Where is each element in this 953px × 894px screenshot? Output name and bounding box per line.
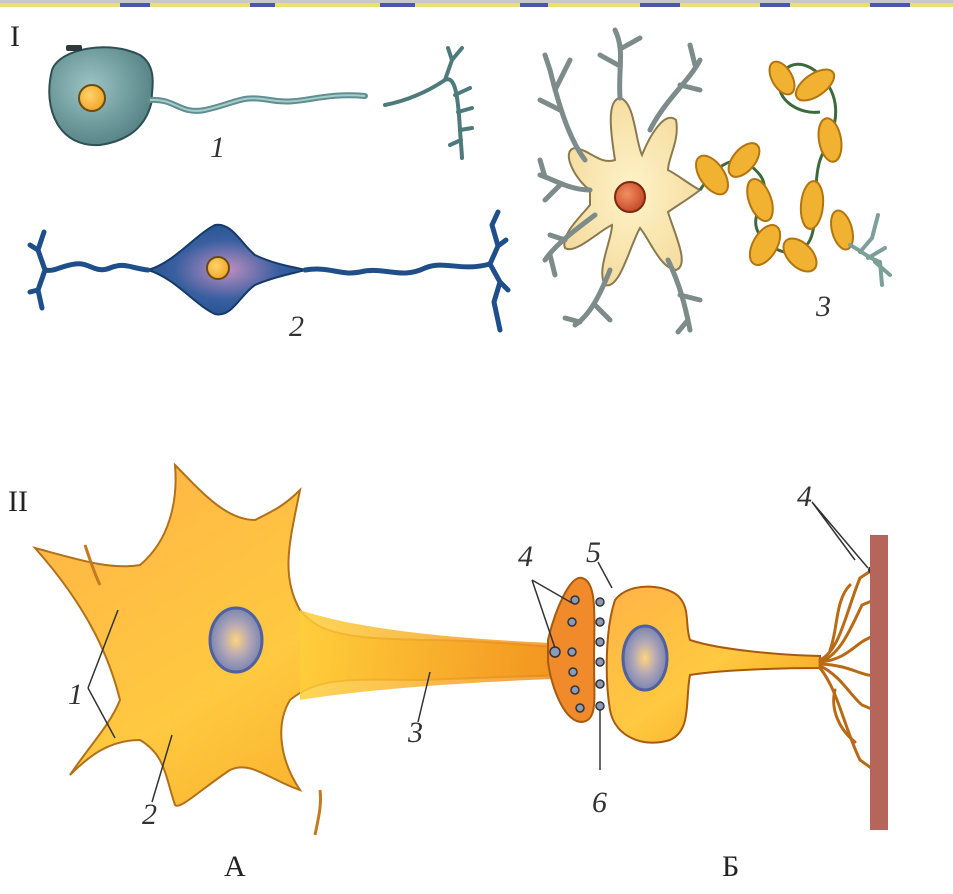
label-axon: 3: [408, 718, 423, 748]
label-cell-body: 2: [142, 800, 157, 830]
label-dendrites: 1: [68, 680, 83, 710]
caption-a: А: [224, 852, 246, 882]
label-unipolar: 1: [210, 133, 225, 163]
presynaptic-terminal: [548, 578, 594, 722]
unipolar-neuron: [49, 45, 472, 158]
motor-neuron: [35, 465, 580, 835]
synaptic-cleft: [596, 598, 604, 710]
label-bipolar: 2: [289, 312, 304, 342]
label-terminal-a: 4: [518, 542, 533, 572]
muscle-fiber: [870, 535, 888, 830]
label-cleft: 6: [592, 788, 607, 818]
multipolar-neuron: [540, 30, 890, 332]
bipolar-neuron: [30, 212, 508, 330]
section-label-i: I: [10, 22, 20, 52]
label-terminal-b: 4: [797, 482, 812, 512]
label-synapse: 5: [586, 538, 601, 568]
postsynaptic-neuron: [607, 566, 880, 774]
caption-b: Б: [722, 852, 739, 882]
label-multipolar: 3: [816, 292, 831, 322]
section-label-ii: II: [8, 487, 28, 517]
